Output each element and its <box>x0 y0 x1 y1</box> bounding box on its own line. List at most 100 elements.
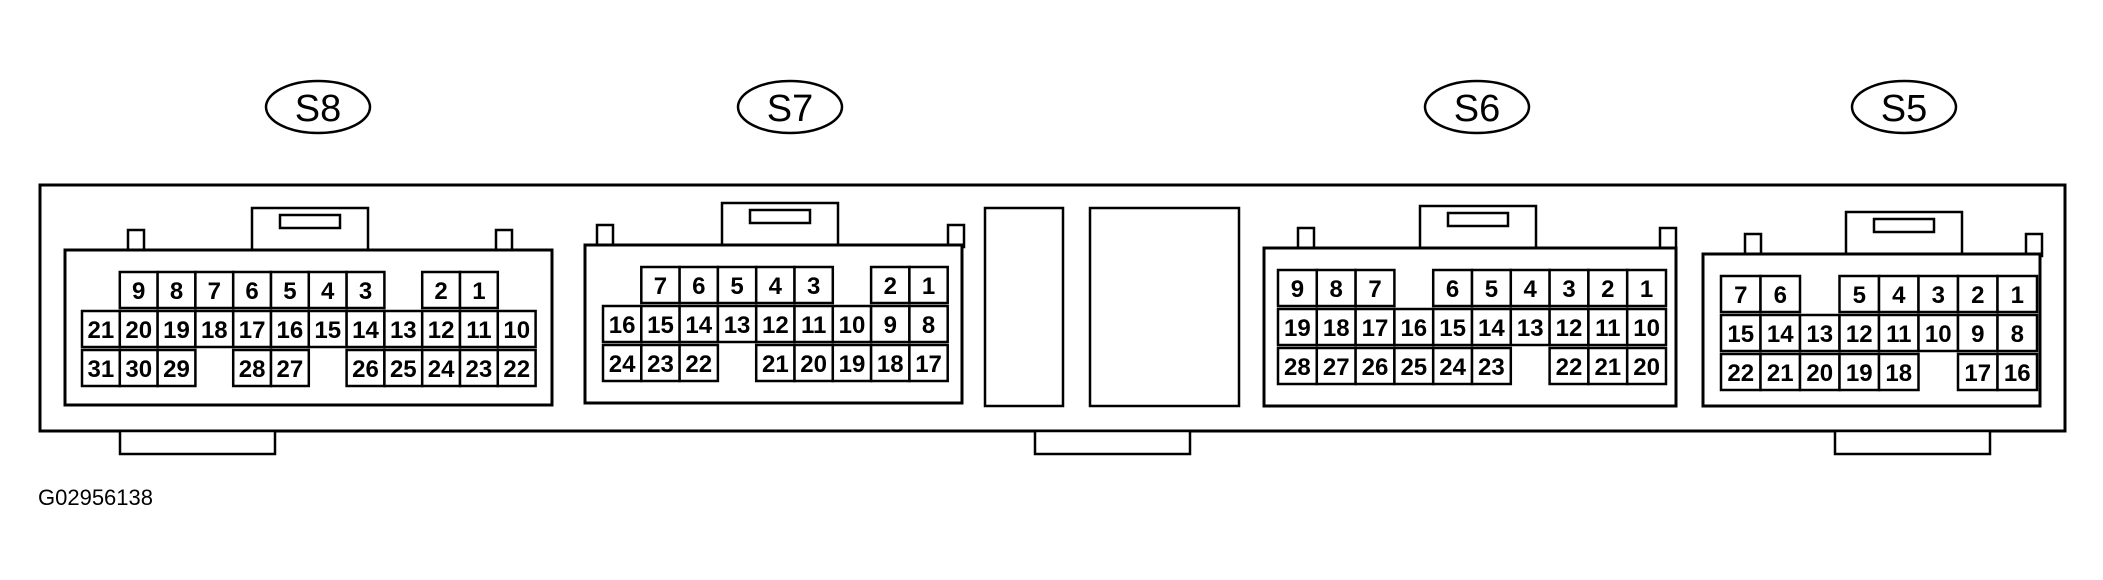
pin-cell: 25 <box>1393 346 1435 386</box>
pin-number: 15 <box>1727 321 1754 348</box>
pin-cell: 3 <box>1548 268 1590 308</box>
pin-cell: 1 <box>1625 268 1668 308</box>
pin-cell: 11 <box>793 304 835 344</box>
pin-number: 23 <box>466 356 493 383</box>
pin-number: 10 <box>839 312 866 339</box>
pin-cell: 28 <box>231 348 273 388</box>
pin-cell: 10 <box>831 304 873 344</box>
pin-number: 9 <box>884 312 897 339</box>
pin-number: 15 <box>1439 315 1466 342</box>
pin-number: 2 <box>1971 282 1984 309</box>
pin-box <box>458 309 500 349</box>
pin-cell: 21 <box>754 343 796 383</box>
pin-cell: 18 <box>1315 307 1357 347</box>
pin-box <box>156 348 197 388</box>
pin-cell: 23 <box>458 348 500 388</box>
pin-box <box>1509 307 1551 347</box>
pin-box <box>793 343 835 383</box>
pin-number: 2 <box>434 278 447 305</box>
pin-box <box>793 265 835 305</box>
connector-label-ellipse <box>264 79 372 135</box>
pin-number: 23 <box>647 351 674 378</box>
pin-number: 18 <box>201 317 228 344</box>
pin-number: 1 <box>2011 282 2024 309</box>
pin-cell: 13 <box>1509 307 1551 347</box>
pin-number: 14 <box>352 317 379 344</box>
pin-cell: 26 <box>345 348 386 388</box>
pin-box <box>1996 352 2039 392</box>
pin-number: 1 <box>922 273 935 300</box>
latch-slot <box>1446 211 1510 228</box>
pin-cell: 6 <box>1431 268 1474 308</box>
pin-cell: 12 <box>420 309 462 349</box>
pin-cell: 6 <box>678 265 720 305</box>
pin-box <box>1917 313 1960 353</box>
pin-box <box>1315 307 1357 347</box>
pin-cell: 21 <box>1587 346 1629 386</box>
pin-cell: 18 <box>869 343 911 383</box>
pin-number: 30 <box>125 356 152 383</box>
pin-number: 11 <box>466 317 491 344</box>
pin-cell: 4 <box>1509 268 1551 308</box>
pin-box <box>80 348 122 388</box>
pin-cell: 17 <box>908 343 949 383</box>
pin-cell: 16 <box>1996 352 2039 392</box>
pin-number: 6 <box>1774 282 1787 309</box>
pin-number: 10 <box>1633 315 1660 342</box>
pin-number: 14 <box>685 312 712 339</box>
pin-number: 18 <box>1885 360 1912 387</box>
pin-cell: 9 <box>869 304 911 344</box>
pin-cell: 7 <box>194 270 235 310</box>
pin-box <box>383 309 424 349</box>
pin-number: 22 <box>1556 354 1583 381</box>
pin-number: 22 <box>685 351 712 378</box>
blank-module-right <box>1088 206 1241 408</box>
pin-cell: 31 <box>80 348 122 388</box>
pin-number: 12 <box>1556 315 1583 342</box>
pin-box <box>1587 346 1629 386</box>
pin-number: 6 <box>245 278 258 305</box>
pin-number: 8 <box>1330 276 1343 303</box>
pin-number: 20 <box>1806 360 1833 387</box>
pin-number: 26 <box>352 356 379 383</box>
pin-number: 6 <box>692 273 705 300</box>
pin-cell: 10 <box>1625 307 1668 347</box>
pin-number: 13 <box>390 317 417 344</box>
pin-box <box>1431 346 1474 386</box>
pin-box <box>383 348 424 388</box>
pin-box <box>1838 313 1881 353</box>
pin-box <box>754 304 796 344</box>
pin-cell: 9 <box>118 270 159 310</box>
connector-label: S7 <box>767 88 813 130</box>
pin-cell: 20 <box>1625 346 1668 386</box>
pin-cell: 12 <box>1548 307 1590 347</box>
pin-number: 10 <box>503 317 530 344</box>
pin-box <box>1838 352 1881 392</box>
pin-number: 2 <box>884 273 897 300</box>
pin-number: 4 <box>769 273 783 300</box>
pin-number: 21 <box>88 317 115 344</box>
pin-cell: 2 <box>1956 274 1999 314</box>
pin-box <box>1759 352 1802 392</box>
pin-number: 19 <box>839 351 866 378</box>
pin-cell: 23 <box>1470 346 1513 386</box>
pin-number: 9 <box>1291 276 1304 303</box>
pin-number: 19 <box>1846 360 1873 387</box>
pin-cell: 27 <box>1315 346 1357 386</box>
pin-cell: 16 <box>269 309 311 349</box>
pin-number: 27 <box>1323 354 1350 381</box>
pin-number: 22 <box>1727 360 1754 387</box>
pin-number: 5 <box>730 273 743 300</box>
pin-cell: 15 <box>1719 313 1762 353</box>
pin-number: 21 <box>1594 354 1621 381</box>
pin-box <box>1354 346 1396 386</box>
pin-cell: 2 <box>420 270 462 310</box>
pin-box <box>1719 274 1762 314</box>
pin-cell: 11 <box>458 309 500 349</box>
pin-cell: 18 <box>1877 352 1920 392</box>
pin-number: 1 <box>472 278 485 305</box>
pin-box <box>1276 346 1319 386</box>
pin-number: 24 <box>609 351 636 378</box>
